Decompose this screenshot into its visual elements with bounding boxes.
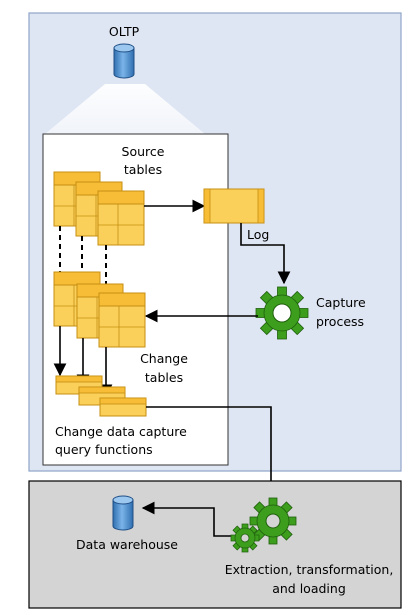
source-tables-label-1: Source [122,144,165,159]
log-icon [203,188,265,224]
change-tables-label-2: tables [145,370,183,385]
capture-label-1: Capture [316,295,366,310]
source-tables-label-2: tables [124,162,162,177]
warehouse-label: Data warehouse [76,537,178,552]
change-tables-label-1: Change [140,351,188,366]
oltp-database-icon [113,43,135,79]
arrow-etl-to-warehouse [141,501,240,537]
etl-gear-large-icon [249,497,297,545]
source-table-icon-3 [97,190,145,246]
oltp-label: OLTP [109,24,140,39]
log-label: Log [247,227,269,242]
arrow-log-to-capture [240,223,291,285]
oltp-beam [45,84,205,134]
change-table-icon-3 [98,292,146,348]
etl-label-2: and loading [272,581,346,596]
query-function-icon-3 [99,397,147,417]
etl-label-1: Extraction, transformation, [225,562,394,577]
arrow-func-to-etl [146,406,278,500]
query-functions-label-1: Change data capture [55,424,187,439]
warehouse-database-icon [112,495,134,531]
capture-label-2: process [316,314,364,329]
capture-gear-icon [255,286,309,340]
etl-gear-small-icon [230,523,260,553]
warehouse-region [28,480,402,609]
query-functions-label-2: query functions [55,442,153,457]
